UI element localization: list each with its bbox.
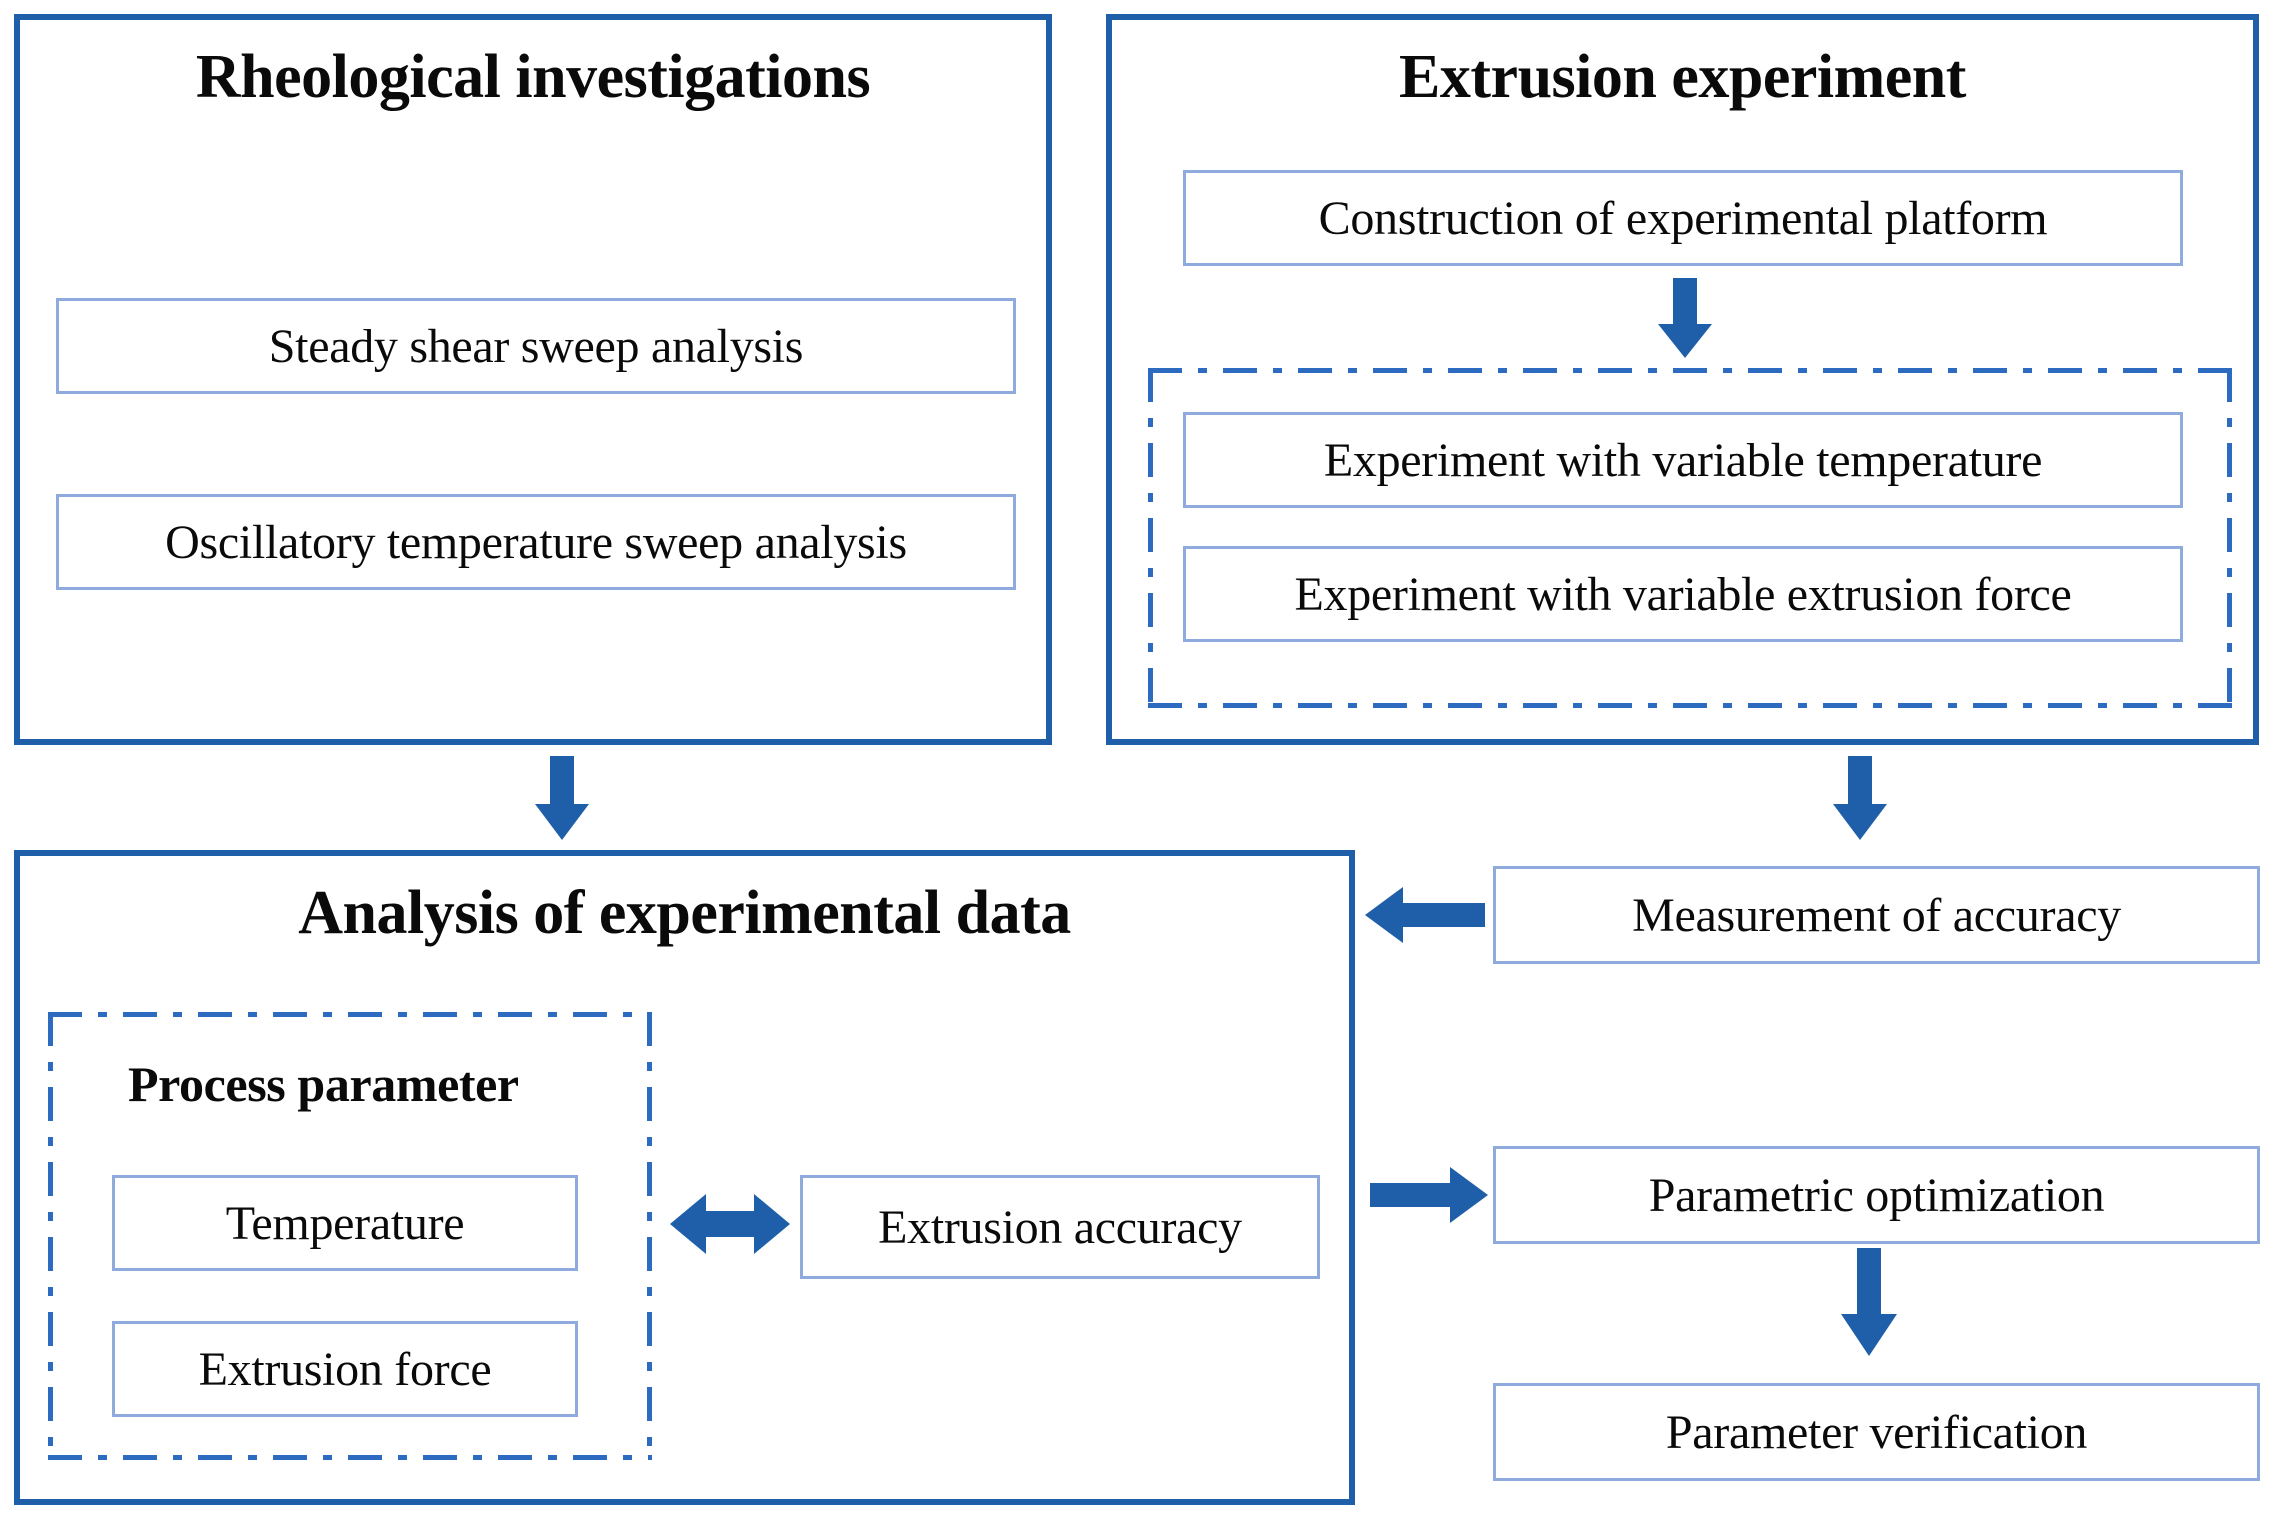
- panel-title-analysis: Analysis of experimental data: [298, 879, 1071, 947]
- arrow-accuracy-to-parametric-optimization: [1370, 1165, 1488, 1225]
- box-parametric-optimization[interactable]: Parametric optimization: [1493, 1146, 2260, 1244]
- dashdot-edge-bottom: [48, 1455, 652, 1460]
- dashdot-edge-top: [48, 1012, 652, 1017]
- dashdot-edge-left: [48, 1012, 53, 1460]
- box-extrusion-accuracy[interactable]: Extrusion accuracy: [800, 1175, 1320, 1279]
- box-measurement-of-accuracy[interactable]: Measurement of accuracy: [1493, 866, 2260, 964]
- label-process-parameter: Process parameter: [128, 1056, 519, 1112]
- box-oscillatory-temperature-sweep-analysis[interactable]: Oscillatory temperature sweep analysis: [56, 494, 1016, 590]
- box-extrusion-force[interactable]: Extrusion force: [112, 1321, 578, 1417]
- arrow-optimization-to-verification: [1838, 1248, 1900, 1358]
- arrow-measurement-to-analysis: [1365, 885, 1485, 945]
- box-steady-shear-sweep-analysis[interactable]: Steady shear sweep analysis: [56, 298, 1016, 394]
- arrow-extrusion-to-measurement: [1830, 756, 1890, 842]
- dashdot-edge-right: [2227, 368, 2232, 708]
- dashdot-edge-bottom: [1148, 703, 2232, 708]
- panel-title-extrusion-experiment: Extrusion experiment: [1399, 43, 1966, 111]
- box-construction-of-experimental-platform[interactable]: Construction of experimental platform: [1183, 170, 2183, 266]
- group-process-parameter: [48, 1012, 652, 1460]
- panel-title-rheological: Rheological investigations: [195, 43, 871, 111]
- dashdot-edge-left: [1148, 368, 1153, 708]
- group-variable-experiments: [1148, 368, 2232, 708]
- dashdot-edge-top: [1148, 368, 2232, 373]
- box-experiment-with-variable-temperature[interactable]: Experiment with variable temperature: [1183, 412, 2183, 508]
- arrow-rheological-to-analysis: [532, 756, 592, 842]
- box-parameter-verification[interactable]: Parameter verification: [1493, 1383, 2260, 1481]
- arrow-platform-to-variable-group: [1655, 278, 1715, 360]
- box-experiment-with-variable-extrusion-force[interactable]: Experiment with variable extrusion force: [1183, 546, 2183, 642]
- dashdot-edge-right: [647, 1012, 652, 1460]
- box-temperature[interactable]: Temperature: [112, 1175, 578, 1271]
- arrow-process-parameter-to-accuracy: [670, 1190, 790, 1258]
